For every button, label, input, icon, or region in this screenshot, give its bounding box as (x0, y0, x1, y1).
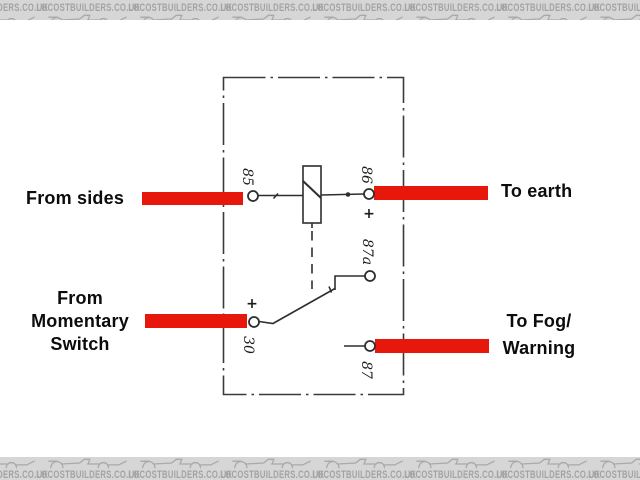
switch-arm (258, 287, 336, 325)
watermark-tile: LOCOSTBUILDERS.CO.UK (220, 0, 324, 20)
watermark-tile: LOCOSTBUILDERS.CO.UK (496, 457, 600, 480)
watermark-text: LOCOSTBUILDERS.CO.UK (404, 2, 508, 14)
watermark-tile: LOCOSTBUILDERS.CO.UK (404, 0, 508, 20)
label-line: Momentary (31, 311, 129, 331)
relay-outline-box (222, 76, 405, 396)
wire-to-earth (374, 186, 488, 200)
car-icon (140, 14, 219, 20)
car-icon (600, 14, 640, 20)
terminal-label-85: 85 (239, 168, 255, 186)
watermark-text: LOCOSTBUILDERS.CO.UK (496, 2, 600, 14)
watermark-tile: LOCOSTBUILDERS.CO.UK (36, 0, 140, 20)
watermark-tile: LOCOSTBUILDERS.CO.UK (128, 0, 232, 20)
watermark-text: LOCOSTBUILDERS.CO.UK (404, 469, 508, 480)
watermark-text: LOCOSTBUILDERS.CO.UK (588, 469, 640, 480)
terminal-label-87: 87 (358, 361, 374, 379)
watermark-tile: LOCOSTBUILDERS.CO.UK (312, 0, 416, 20)
car-icon (508, 458, 587, 469)
watermark-tile: LOCOSTBUILDERS.CO.UK (588, 0, 640, 20)
watermark-row-bottom: LOCOSTBUILDERS.CO.UK LOCOSTBUILDERS.CO.U… (0, 457, 640, 480)
car-icon (324, 14, 403, 20)
wire-tick-85 (272, 192, 279, 200)
watermark-band-top: LOCOSTBUILDERS.CO.UK LOCOSTBUILDERS.CO.U… (0, 0, 640, 20)
watermark-text: LOCOSTBUILDERS.CO.UK (36, 2, 140, 14)
watermark-text: LOCOSTBUILDERS.CO.UK (220, 469, 324, 480)
watermark-tile: LOCOSTBUILDERS.CO.UK (496, 0, 600, 20)
label-line: From (57, 288, 103, 308)
car-icon (48, 458, 127, 469)
watermark-tile: LOCOSTBUILDERS.CO.UK (588, 457, 640, 480)
car-icon (232, 458, 311, 469)
watermark-row-top: LOCOSTBUILDERS.CO.UK LOCOSTBUILDERS.CO.U… (0, 0, 640, 20)
terminal-30 (248, 316, 260, 328)
terminal-label-30: 30 (240, 336, 256, 354)
plus-sign-86: + (363, 206, 375, 222)
label-from-sides: From sides (26, 188, 125, 208)
terminal-85 (247, 190, 259, 202)
car-icon (140, 458, 219, 469)
wire-to-fog (375, 339, 489, 353)
label-to-earth: To earth (501, 181, 573, 201)
watermark-band-bottom: LOCOSTBUILDERS.CO.UK LOCOSTBUILDERS.CO.U… (0, 457, 640, 480)
terminal-86 (363, 188, 375, 200)
car-icon (600, 458, 640, 469)
car-icon (232, 14, 311, 20)
plus-sign-30: + (246, 296, 258, 312)
watermark-tile: LOCOSTBUILDERS.CO.UK (220, 457, 324, 480)
arm-tick (328, 286, 333, 293)
terminal-label-86: 86 (358, 166, 374, 184)
watermark-text: LOCOSTBUILDERS.CO.UK (220, 2, 324, 14)
label-from-momentary-switch: From Momentary Switch (16, 287, 144, 356)
watermark-tile: LOCOSTBUILDERS.CO.UK (0, 457, 48, 480)
label-line: Switch (50, 334, 110, 354)
car-icon (48, 14, 127, 20)
watermark-text: LOCOSTBUILDERS.CO.UK (0, 469, 48, 480)
watermark-text: LOCOSTBUILDERS.CO.UK (0, 2, 48, 14)
car-icon (508, 14, 587, 20)
watermark-tile: LOCOSTBUILDERS.CO.UK (404, 457, 508, 480)
terminal-87a (364, 270, 376, 282)
watermark-tile: LOCOSTBUILDERS.CO.UK (36, 457, 140, 480)
car-icon (324, 458, 403, 469)
car-icon (416, 14, 495, 20)
wire-from-momentary (145, 314, 247, 328)
label-line: Warning (502, 338, 576, 358)
watermark-tile: LOCOSTBUILDERS.CO.UK (128, 457, 232, 480)
terminal-label-87a: 87a (359, 239, 375, 265)
terminal-87 (364, 340, 376, 352)
car-icon (416, 458, 495, 469)
junction-dot (345, 192, 351, 197)
watermark-text: LOCOSTBUILDERS.CO.UK (588, 2, 640, 14)
coil-diagonal (302, 180, 322, 199)
watermark-text: LOCOSTBUILDERS.CO.UK (36, 469, 140, 480)
watermark-tile: LOCOSTBUILDERS.CO.UK (0, 0, 48, 20)
watermark-tile: LOCOSTBUILDERS.CO.UK (312, 457, 416, 480)
label-to-fog-warning: To Fog/ Warning (492, 308, 586, 362)
wire-coil-to-86 (320, 193, 365, 196)
wire-from-sides (142, 192, 243, 205)
watermark-text: LOCOSTBUILDERS.CO.UK (128, 2, 232, 14)
watermark-text: LOCOSTBUILDERS.CO.UK (128, 469, 232, 480)
label-line: To Fog/ (506, 311, 572, 331)
watermark-text: LOCOSTBUILDERS.CO.UK (312, 469, 416, 480)
watermark-text: LOCOSTBUILDERS.CO.UK (312, 2, 416, 14)
watermark-text: LOCOSTBUILDERS.CO.UK (496, 469, 600, 480)
contact-87a (334, 275, 365, 290)
